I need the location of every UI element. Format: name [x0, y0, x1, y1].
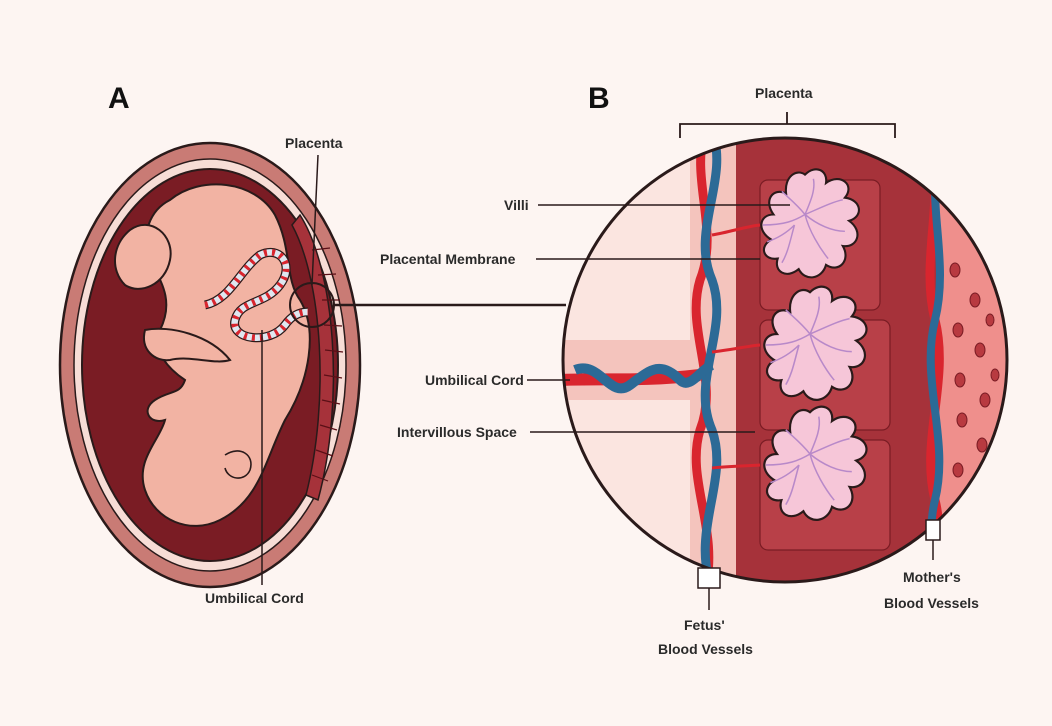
mother-vessels-tag	[926, 520, 940, 540]
label-villi: Villi	[504, 197, 529, 213]
label-mother-vessels-line2: Blood Vessels	[884, 595, 979, 611]
label-umbilical-cord-a: Umbilical Cord	[205, 590, 304, 606]
fetus-vessels-tag	[698, 568, 720, 588]
label-umbilical-cord-b: Umbilical Cord	[425, 372, 524, 388]
label-placenta-a: Placenta	[285, 135, 343, 151]
panel-label-a: A	[108, 82, 130, 115]
label-placental-membrane: Placental Membrane	[380, 251, 516, 267]
label-mother-vessels-line1: Mother's	[903, 569, 961, 585]
label-placenta-b: Placenta	[755, 85, 813, 101]
label-fetus-vessels-line1: Fetus'	[684, 617, 725, 633]
panel-label-b: B	[588, 82, 610, 115]
magnified-placenta	[560, 130, 1016, 590]
label-intervillous-space: Intervillous Space	[397, 424, 517, 440]
placenta-bracket	[680, 112, 895, 138]
label-fetus-vessels-line2: Blood Vessels	[658, 641, 753, 657]
